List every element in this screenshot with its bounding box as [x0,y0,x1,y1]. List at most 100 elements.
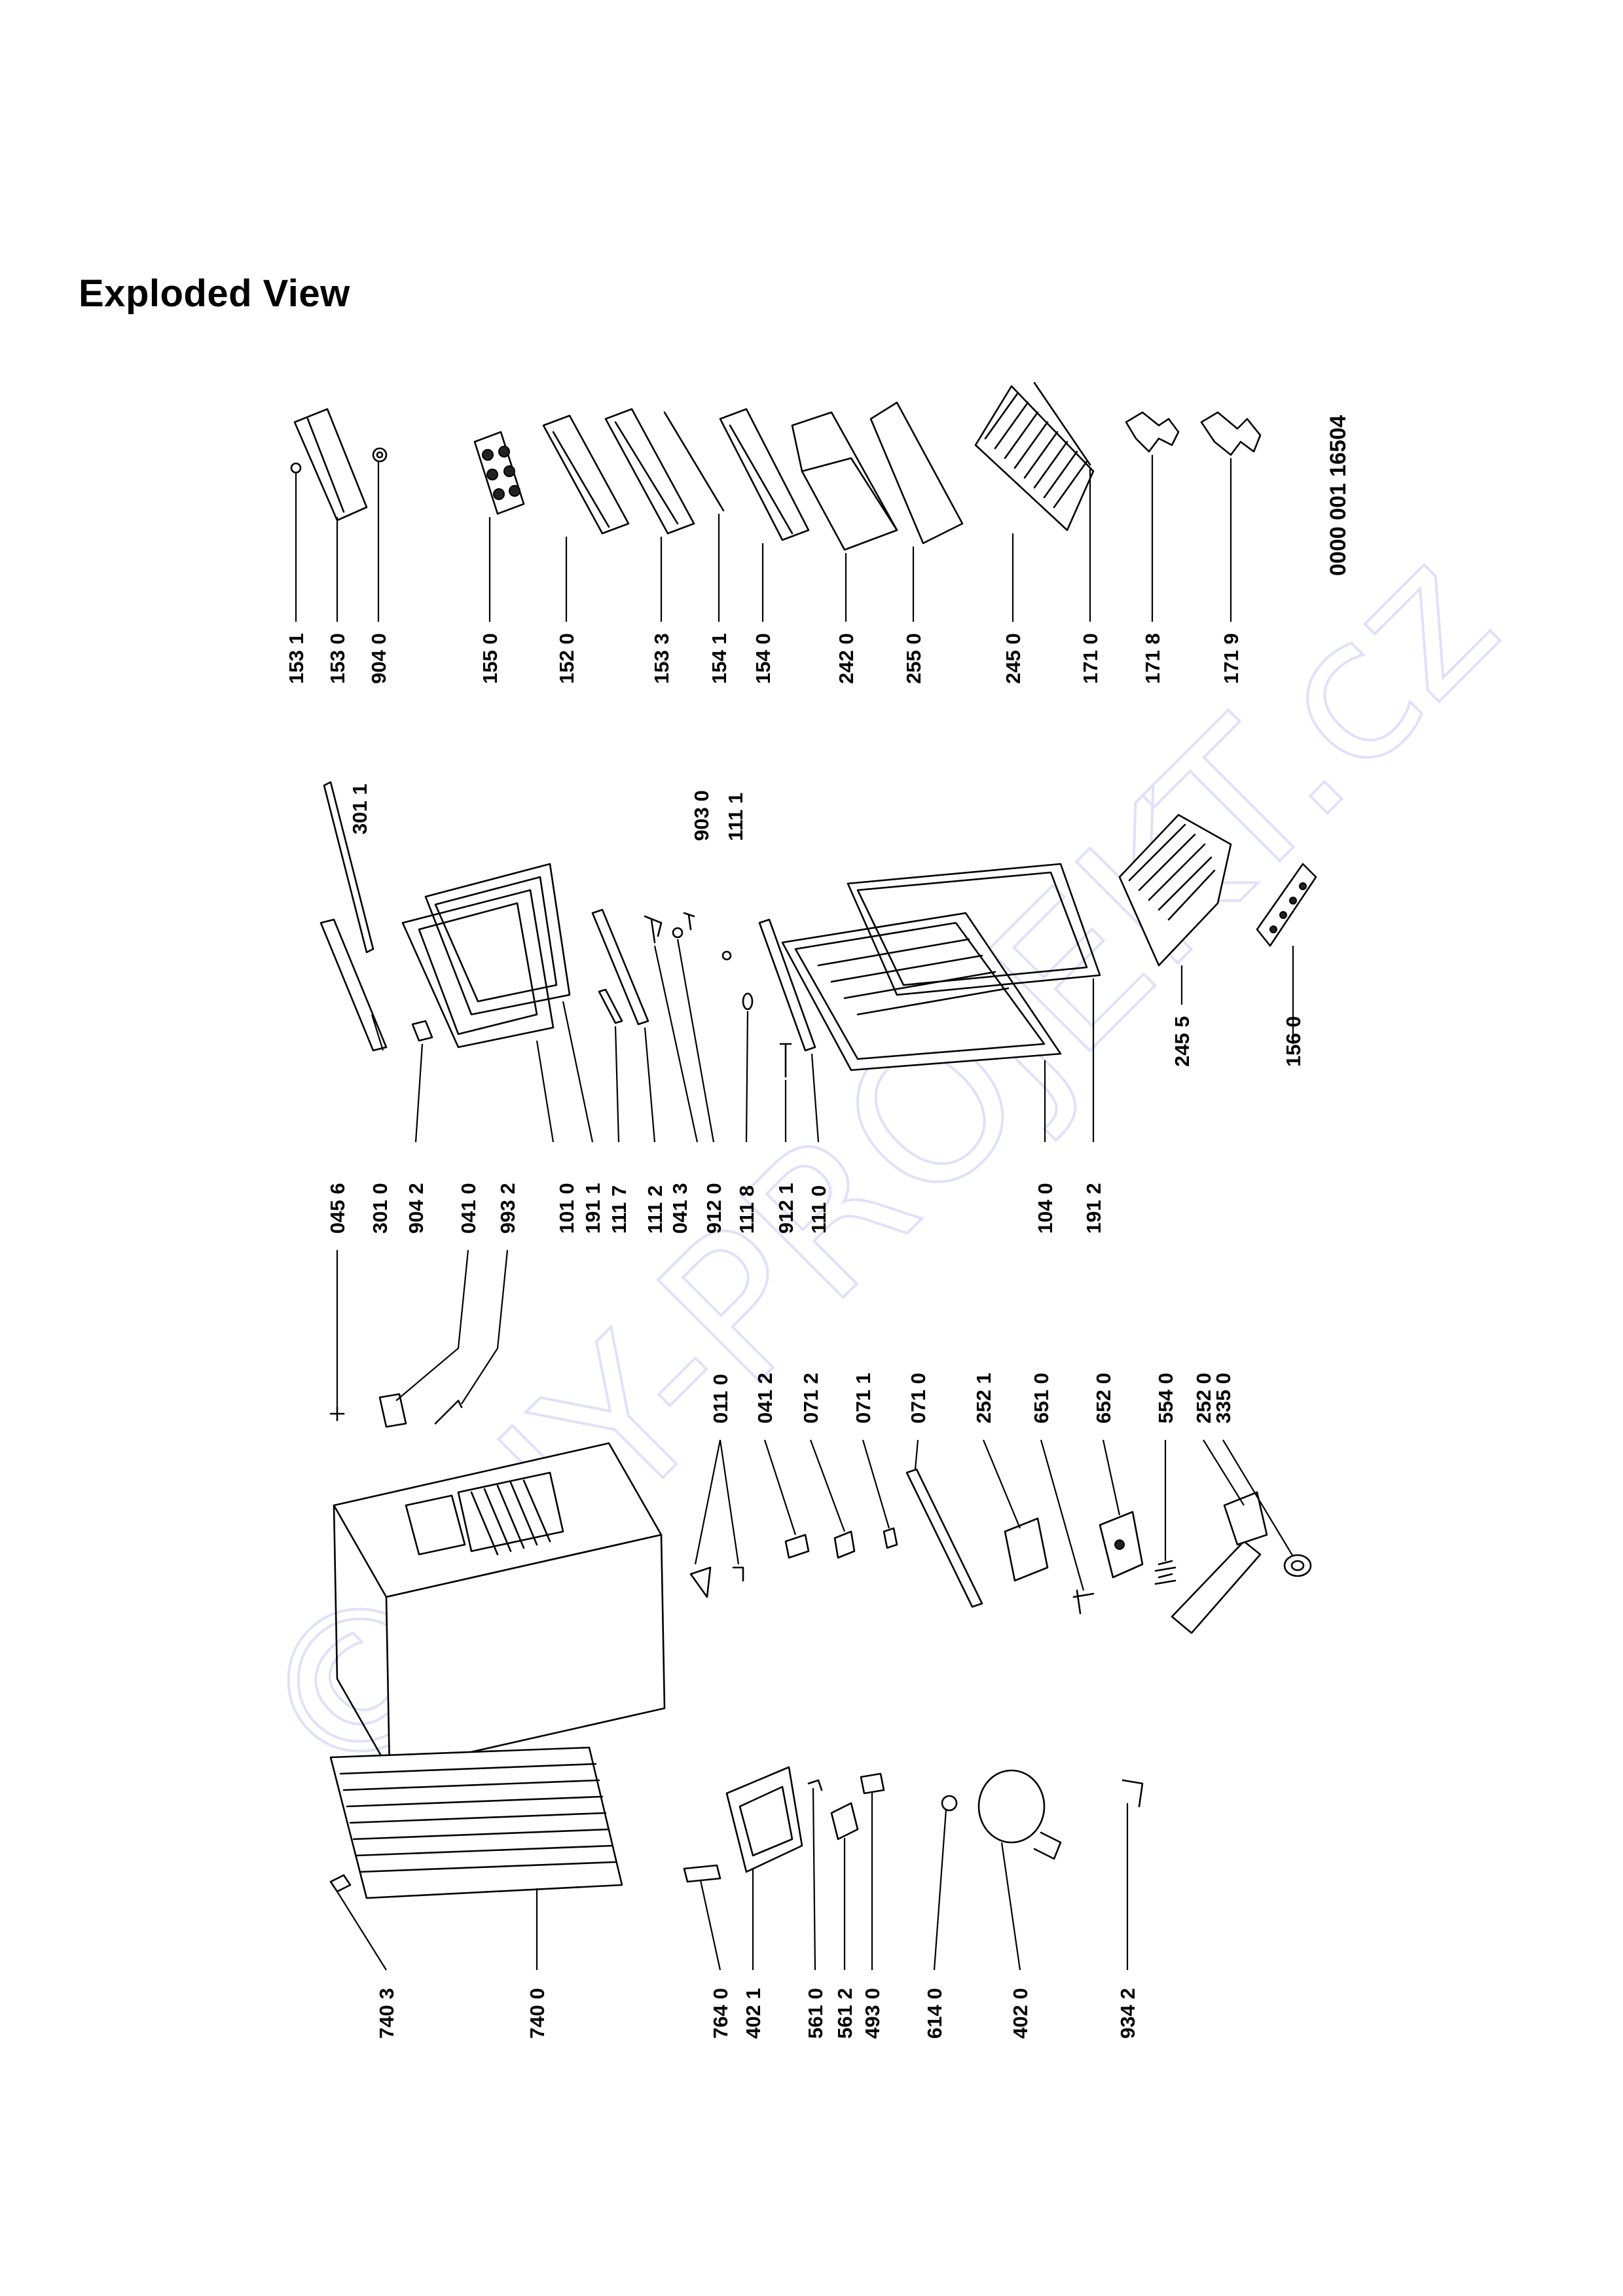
part-label-071-0: 071 0 [907,1372,930,1424]
labels-bottom-row: 740 3 740 0 764 0 402 1 561 0 561 2 493 … [375,1988,1139,2039]
part-label-402-0: 402 0 [1009,1988,1032,2039]
part-label-111-7: 111 7 [608,1185,630,1234]
part-label-101-0: 101 0 [555,1183,578,1234]
part-111-0-drawing [758,918,816,1052]
part-label-554-0: 554 0 [1154,1372,1177,1424]
part-171-0-drawing [1033,382,1091,466]
part-493-0-drawing [860,1772,885,1795]
part-904-2-drawing [411,1020,433,1042]
part-402-0-drawing [977,1769,1062,1860]
part-label-111-1: 111 1 [724,793,747,841]
part-label-301-1: 301 1 [348,783,371,834]
part-245-5-drawing [1118,814,1232,967]
part-label-335-0: 335 0 [1212,1372,1235,1424]
part-041-0-drawing [378,1393,407,1428]
part-label-071-1: 071 1 [852,1372,875,1424]
part-111-7-drawing [598,988,623,1024]
part-label-493-0: 493 0 [861,1988,884,2039]
part-label-904-0: 904 0 [367,633,390,684]
part-041-3-drawing [644,915,663,944]
part-label-242-0: 242 0 [835,633,858,684]
part-153-3-drawing [604,408,695,535]
part-252-0-drawing [1171,1491,1268,1634]
part-153-1-drawing [290,462,302,474]
part-label-245-0: 245 0 [1002,633,1025,684]
part-label-764-0: 764 0 [709,1988,732,2039]
part-label-155-0: 155 0 [479,633,501,684]
part-904-0-drawing [372,447,388,463]
part-label-154-1: 154 1 [708,633,731,684]
part-label-402-1: 402 1 [742,1988,765,2039]
part-171-8-drawing [1125,411,1180,453]
part-252-1-drawing [1004,1517,1049,1582]
part-label-301-0: 301 0 [369,1183,392,1234]
part-154-1-drawing [663,411,725,512]
labels-top-row: 153 1 153 0 904 0 155 0 152 0 153 3 154 … [285,415,1351,684]
part-245-0-drawing [974,385,1095,531]
part-071-0-drawing [905,1468,983,1608]
part-652-0-drawing [1099,1511,1144,1579]
part-152-0-drawing [542,414,630,535]
part-label-171-9: 171 9 [1220,633,1243,684]
part-label-912-1: 912 1 [775,1183,797,1234]
part-label-993-2: 993 2 [496,1183,519,1234]
part-label-153-1: 153 1 [285,633,308,684]
part-label-041-3: 041 3 [668,1183,691,1234]
part-011-0-drawing [689,1566,744,1598]
part-label-111-8: 111 8 [735,1185,758,1234]
part-912-1-drawing [779,1043,792,1078]
part-label-154-0: 154 0 [752,633,775,684]
part-651-0-drawing [1072,1589,1095,1615]
part-label-255-0: 255 0 [902,633,925,684]
part-label-171-8: 171 8 [1141,633,1164,684]
part-label-156-0: 156 0 [1282,1016,1305,1067]
part-335-0-drawing [1283,1554,1312,1577]
part-label-561-0: 561 0 [804,1988,827,2039]
part-label-011-0: 011 0 [709,1374,732,1424]
cabinet-body-drawing [333,1442,666,1772]
part-934-2-drawing [1122,1779,1144,1808]
part-171-9-drawing [1200,411,1262,456]
part-071-1-drawing [883,1527,898,1549]
part-740-3-drawing [329,1874,352,1893]
part-301-0-drawing [319,918,388,1052]
part-993-2-drawing [434,1399,463,1425]
part-045-6-drawing [329,1406,345,1422]
part-191-1-drawing [424,863,571,1016]
part-041-2-drawing [784,1534,810,1559]
part-561-2-drawing [830,1802,859,1840]
part-111-8-drawing [742,992,754,1011]
part-155-0-drawing [473,431,525,515]
part-label-912-0: 912 0 [702,1183,725,1234]
part-242-0-drawing [791,411,898,551]
part-label-104-0: 104 0 [1034,1183,1057,1234]
page-title: Exploded View [79,272,350,315]
part-614-0-drawing [941,1795,958,1812]
part-903-0-drawing [683,912,695,931]
part-label-041-2: 041 2 [754,1372,776,1424]
part-301-1-drawing [323,781,374,954]
part-101-0-drawing [401,889,555,1049]
part-154-0-drawing [719,408,810,541]
part-label-153-0: 153 0 [326,633,349,684]
part-153-0-drawing [293,408,368,522]
part-156-0-drawing [1256,863,1317,947]
part-label-934-2: 934 2 [1116,1988,1139,2039]
part-label-111-0: 111 0 [807,1185,830,1234]
part-104-0-drawing [781,912,1062,1071]
part-label-904-2: 904 2 [405,1183,428,1234]
part-label-045-6: 045 6 [326,1183,349,1234]
part-label-740-3: 740 3 [375,1988,398,2039]
part-554-0-drawing [1154,1560,1176,1585]
part-label-111-2: 111 2 [644,1185,666,1234]
part-191-2-drawing [847,863,1101,996]
leader-lines [295,455,1294,1971]
part-255-0-drawing [869,401,964,545]
part-561-0-drawing [807,1779,823,1791]
part-label-071-2: 071 2 [799,1372,822,1424]
part-764-0-drawing [683,1864,721,1883]
part-label-153-3: 153 3 [650,633,673,684]
part-label-191-2: 191 2 [1082,1183,1105,1234]
part-label-740-0: 740 0 [526,1988,549,2039]
